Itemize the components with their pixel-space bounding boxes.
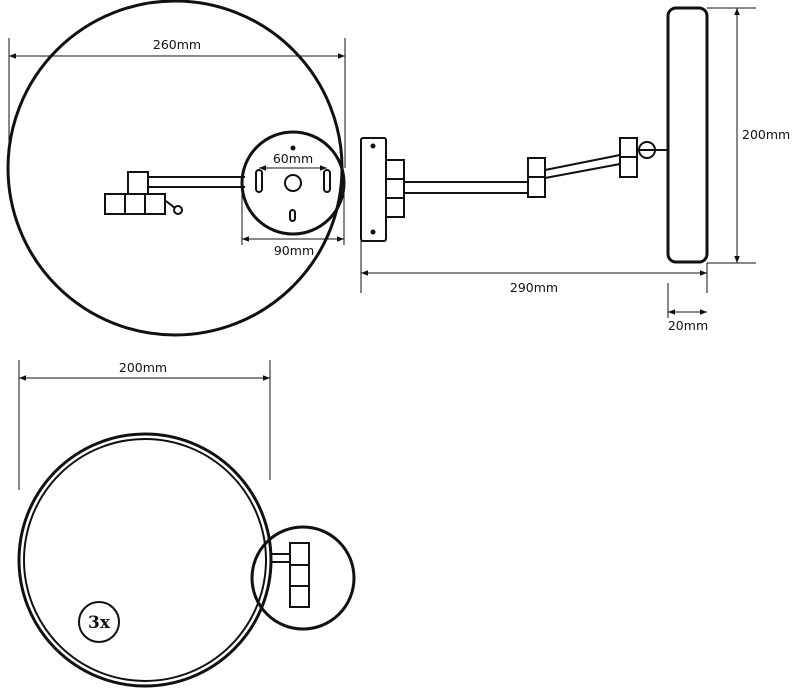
magnification-label: 3x xyxy=(88,613,111,633)
front-view: 260mm 60mm 90mm xyxy=(6,0,346,337)
magnification-badge: 3x xyxy=(78,601,120,643)
side-height-label: 200mm xyxy=(742,127,790,142)
arm-length-label: 290mm xyxy=(510,280,558,295)
front-width-label: 260mm xyxy=(153,37,201,52)
side-arm xyxy=(405,154,621,194)
plate-width-label: 90mm xyxy=(274,243,314,258)
dimension-mirror-depth: 20mm xyxy=(667,283,708,333)
side-mirror-body xyxy=(666,6,709,264)
back-joint-blocks xyxy=(270,542,310,608)
back-view: 3x 200mm xyxy=(17,360,356,688)
side-joint-blocks xyxy=(385,137,668,218)
dimension-front-width: 260mm xyxy=(8,37,346,168)
back-wall-plate xyxy=(250,525,356,631)
dimension-back-width: 200mm xyxy=(18,360,271,490)
back-width-label: 200mm xyxy=(119,360,167,375)
dimension-side-height: 200mm xyxy=(707,7,790,264)
back-mirror-inner-ring xyxy=(23,438,267,682)
mirror-depth-label: 20mm xyxy=(668,318,708,333)
dimension-plate-width: 90mm xyxy=(241,183,345,258)
back-mirror-outline xyxy=(17,432,273,688)
front-wall-plate xyxy=(240,130,346,236)
dimension-arm-length: 290mm xyxy=(360,241,708,295)
side-wall-plate xyxy=(360,137,387,242)
front-joint-blocks xyxy=(104,171,183,215)
dimension-hole-spacing: 60mm xyxy=(259,151,327,171)
front-arm xyxy=(148,176,245,188)
hole-spacing-label: 60mm xyxy=(273,151,313,166)
side-view: 200mm 290mm 20mm xyxy=(360,6,790,333)
